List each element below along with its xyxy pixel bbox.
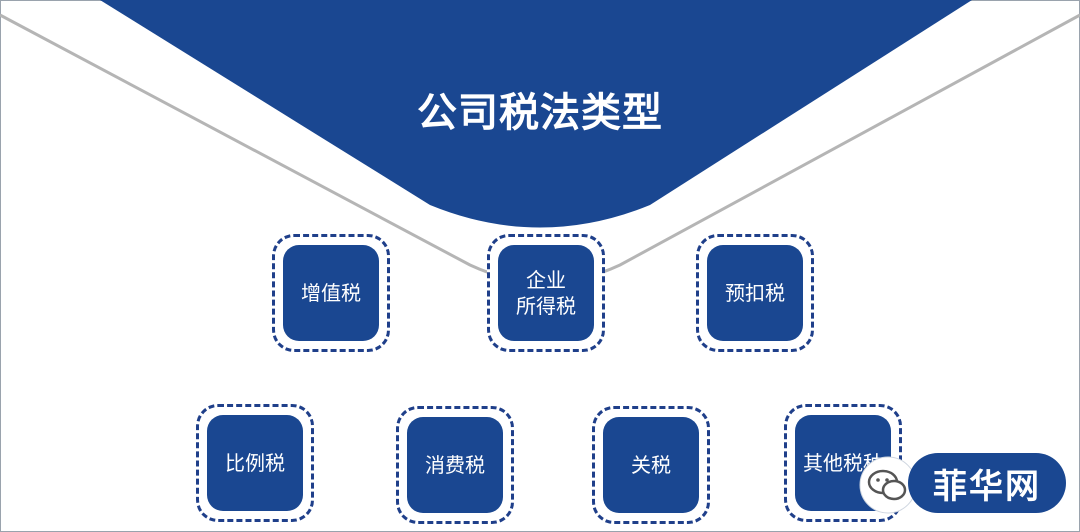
node-cit: 企业 所得税 [487,234,605,352]
node-customs: 关税 [592,406,710,524]
node-label: 关税 [603,417,699,513]
watermark: 菲华网 [858,447,1070,519]
node-label: 增值税 [283,245,379,341]
node-proportional: 比例税 [196,404,314,522]
watermark-text: 菲华网 [908,453,1066,513]
diagram-title: 公司税法类型 [417,90,663,136]
node-label: 企业 所得税 [498,245,594,341]
node-withholding: 预扣税 [696,234,814,352]
node-label: 预扣税 [707,245,803,341]
node-label: 比例税 [207,415,303,511]
node-label: 消费税 [407,417,503,513]
wechat-icon [859,456,917,514]
node-consumption: 消费税 [396,406,514,524]
title-banner [100,0,972,228]
node-vat: 增值税 [272,234,390,352]
